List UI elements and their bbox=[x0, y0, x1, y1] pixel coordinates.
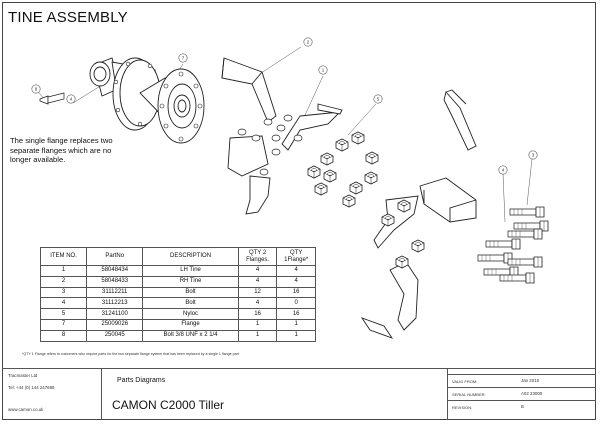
cell-qty1: 1 bbox=[276, 329, 316, 342]
cell-qty1: 1 bbox=[276, 318, 316, 331]
cell-qty1: 16 bbox=[276, 286, 316, 299]
cell-qty2: 16 bbox=[237, 308, 278, 320]
cell-desc: Flange bbox=[142, 318, 239, 331]
tine-lh-upper bbox=[281, 103, 343, 151]
meta-label: VALID FROM: bbox=[452, 379, 478, 384]
table-row: 8 250045 Bolt 3/8 UNF x 2 1/4 1 1 bbox=[39, 329, 316, 342]
bolts-right bbox=[477, 206, 549, 284]
drawing-frame bbox=[2, 2, 596, 420]
callout-3 bbox=[528, 150, 538, 160]
cell-part: 31112211 bbox=[86, 286, 144, 299]
cell-item: 5 bbox=[39, 308, 88, 320]
cell-part: 31241100 bbox=[86, 308, 144, 320]
bolt-heads-left bbox=[237, 114, 303, 176]
tine-flange-plate-right bbox=[419, 177, 477, 223]
bolt-item-8 bbox=[39, 92, 65, 105]
table-row: 2 58048433 RH Tine 4 4 bbox=[39, 275, 316, 288]
header-item-no: ITEM NO. bbox=[39, 247, 88, 266]
tine-lower-left bbox=[227, 135, 271, 215]
cell-desc: Bolt bbox=[142, 286, 239, 299]
drawing-title: TINE ASSEMBLY bbox=[8, 9, 128, 26]
cell-part: 25009026 bbox=[86, 318, 144, 331]
meta-value: A02 23000 bbox=[521, 391, 543, 396]
table-row: 3 31112211 Bolt 12 16 bbox=[39, 286, 316, 299]
cell-item: 2 bbox=[39, 275, 88, 288]
header-description: DESCRIPTION bbox=[142, 247, 239, 266]
tine-rh-upper bbox=[221, 57, 277, 123]
cell-qty2: 4 bbox=[237, 265, 278, 277]
callout-5 bbox=[373, 94, 383, 104]
cell-qty2: 12 bbox=[237, 286, 278, 299]
callout-8 bbox=[31, 84, 41, 94]
meta-value: Jan 2015 bbox=[521, 378, 540, 383]
callout-2 bbox=[303, 37, 313, 47]
header-qty-1-flange: QTY 1Flange* bbox=[276, 247, 316, 266]
callout-4b bbox=[498, 165, 508, 175]
nyloc-nuts bbox=[307, 131, 379, 208]
meta-label: SERIAL NUMBER: bbox=[452, 392, 486, 397]
cell-part: 58048433 bbox=[86, 275, 144, 288]
cell-qty2: 4 bbox=[237, 297, 278, 310]
cell-qty1: 16 bbox=[276, 308, 316, 320]
title-block bbox=[2, 368, 596, 420]
cell-item: 1 bbox=[39, 265, 88, 277]
meta-row-revision: REVISION: B bbox=[448, 400, 596, 413]
cell-part: 31112213 bbox=[86, 297, 144, 310]
document-subject: Parts Diagrams bbox=[117, 377, 166, 384]
svg-text:4: 4 bbox=[502, 168, 505, 173]
svg-text:4: 4 bbox=[70, 97, 73, 102]
cell-part: 58048434 bbox=[86, 265, 144, 277]
company-website: www.camon.co.uk bbox=[8, 407, 44, 412]
header-part-no: PartNo bbox=[86, 247, 144, 266]
table-row: 4 31112213 Bolt 4 0 bbox=[39, 297, 316, 310]
cell-item: 7 bbox=[39, 318, 88, 331]
cell-desc: RH Tine bbox=[142, 275, 239, 288]
parts-table: ITEM NO. PartNo DESCRIPTION QTY 2 Flange… bbox=[39, 247, 316, 342]
cell-qty1: 4 bbox=[276, 265, 316, 277]
cell-desc: LH Tine bbox=[142, 265, 239, 277]
cell-qty2: 4 bbox=[237, 275, 278, 288]
callout-7 bbox=[178, 53, 188, 63]
cell-qty2: 1 bbox=[237, 329, 278, 342]
parts-table-header: ITEM NO. PartNo DESCRIPTION QTY 2 Flange… bbox=[39, 247, 316, 266]
cell-desc: Nyloc bbox=[142, 308, 239, 320]
table-footnote: *QTY 1 Flange refers to customers who re… bbox=[22, 352, 239, 356]
svg-text:8: 8 bbox=[35, 87, 38, 92]
svg-text:1: 1 bbox=[322, 68, 325, 73]
meta-label: REVISION: bbox=[452, 405, 473, 410]
table-row: 7 25009026 Flange 1 1 bbox=[39, 318, 316, 331]
meta-row-valid-from: VALID FROM: Jan 2015 bbox=[448, 374, 596, 387]
meta-value: B bbox=[521, 404, 524, 409]
callout-1 bbox=[318, 65, 328, 75]
company-name: Tracmaster Ltd bbox=[8, 373, 38, 378]
svg-text:7: 7 bbox=[182, 56, 185, 61]
callout-4 bbox=[66, 94, 76, 104]
cell-desc: Bolt 3/8 UNF x 2 1/4 bbox=[142, 329, 239, 342]
flange-note: The single flange replaces two separate … bbox=[10, 136, 113, 164]
cell-qty1: 4 bbox=[276, 275, 316, 288]
cell-part: 250045 bbox=[86, 329, 144, 342]
company-phone: Tel: +44 (0) 144 247689 bbox=[8, 385, 55, 390]
svg-text:5: 5 bbox=[377, 97, 380, 102]
cell-item: 4 bbox=[39, 297, 88, 310]
svg-text:2: 2 bbox=[307, 40, 310, 45]
title-block-company-cell bbox=[2, 369, 102, 420]
cell-desc: Bolt bbox=[142, 297, 239, 310]
flange-hub bbox=[89, 57, 205, 144]
cell-qty2: 1 bbox=[237, 318, 278, 331]
meta-row-serial-number: SERIAL NUMBER: A02 23000 bbox=[448, 387, 596, 400]
header-qty-2-flanges: QTY 2 Flanges. bbox=[237, 247, 278, 266]
tine-rh-right bbox=[443, 89, 477, 151]
svg-text:3: 3 bbox=[532, 153, 535, 158]
table-row: 5 31241100 Nyloc 16 16 bbox=[39, 308, 316, 320]
machine-model: CAMON C2000 Tiller bbox=[112, 398, 225, 412]
table-row: 1 58048434 LH Tine 4 4 bbox=[39, 265, 316, 277]
cell-item: 8 bbox=[39, 329, 88, 342]
cell-item: 3 bbox=[39, 286, 88, 299]
title-block-subject-cell bbox=[102, 369, 448, 420]
cell-qty1: 0 bbox=[276, 297, 316, 310]
